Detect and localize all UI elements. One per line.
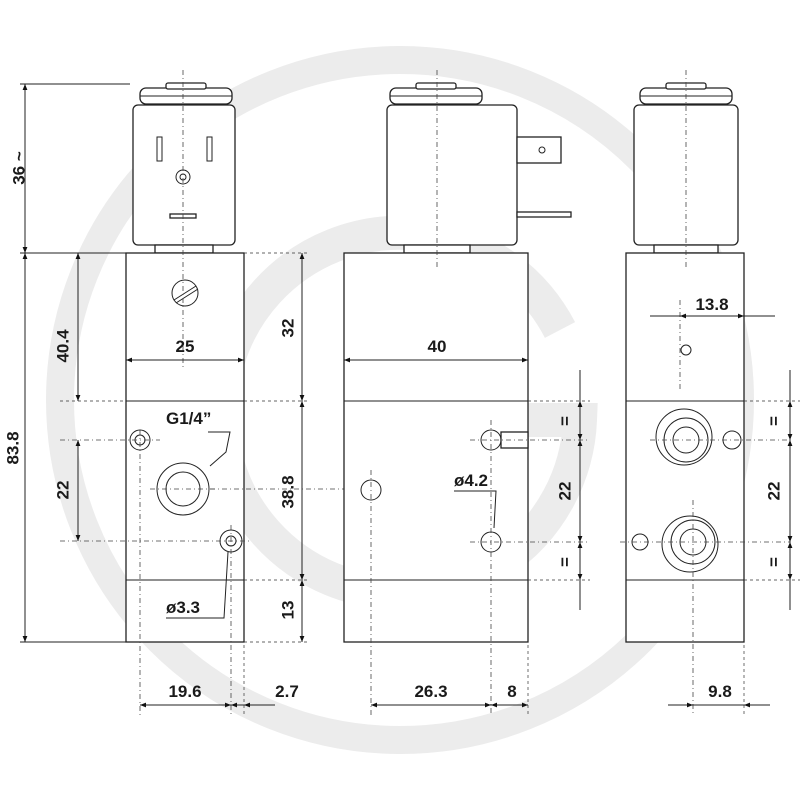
equal-mark-right-top: = bbox=[764, 416, 783, 426]
dim-center-block: 38.8 bbox=[278, 475, 297, 508]
adjust-screw-icon bbox=[171, 279, 199, 307]
front-view-middle: 40 ø4.2 26.3 8 bbox=[343, 70, 590, 715]
dim-port-spacing-left: 22 bbox=[53, 481, 72, 500]
dim-offset-c: 26.3 bbox=[414, 682, 447, 701]
dim-total-height: 83.8 bbox=[3, 431, 22, 464]
dim-bottom-block: 13 bbox=[278, 601, 297, 620]
dim-thread: G1/4” bbox=[166, 409, 211, 428]
valve-body bbox=[125, 252, 245, 643]
dim-side-offset: 13.8 bbox=[695, 295, 728, 314]
dim-top-block: 32 bbox=[278, 319, 297, 338]
solenoid-coil bbox=[132, 104, 236, 246]
dim-coil-height: 36 ~ bbox=[9, 151, 28, 185]
equal-mark-right-bottom: = bbox=[764, 557, 783, 567]
dim-side-bottom-offset: 9.8 bbox=[708, 682, 732, 701]
left-view-dims: 25 G1/4” ø3.3 19.6 2.7 bbox=[126, 337, 299, 715]
solenoid-coil-side bbox=[386, 104, 518, 246]
dim-port-spacing-mid: 22 bbox=[555, 482, 574, 501]
equal-mark-bottom: = bbox=[555, 557, 574, 567]
dim-mount-hole: ø4.2 bbox=[454, 471, 488, 490]
center-dims: 32 38.8 13 bbox=[210, 252, 360, 643]
dim-port-spacing-right: 22 bbox=[764, 482, 783, 501]
dim-body-width: 25 bbox=[176, 337, 195, 356]
dim-body-depth: 40 bbox=[428, 337, 447, 356]
dim-upper-body: 40.4 bbox=[53, 329, 72, 363]
thread-port bbox=[156, 462, 210, 516]
dim-offset-a: 19.6 bbox=[168, 682, 201, 701]
dim-offset-d: 8 bbox=[507, 682, 516, 701]
front-view-left bbox=[60, 70, 250, 715]
dim-small-hole: ø3.3 bbox=[166, 598, 200, 617]
left-dimensions: 36 ~ 83.8 40.4 22 bbox=[3, 83, 130, 643]
dim-offset-b: 2.7 bbox=[275, 682, 299, 701]
side-view-right: 13.8 9.8 bbox=[620, 70, 790, 715]
equal-mark-top: = bbox=[555, 416, 574, 426]
right-dims: = 22 = bbox=[744, 370, 800, 610]
mid-right-dims: = 22 = bbox=[528, 370, 590, 610]
